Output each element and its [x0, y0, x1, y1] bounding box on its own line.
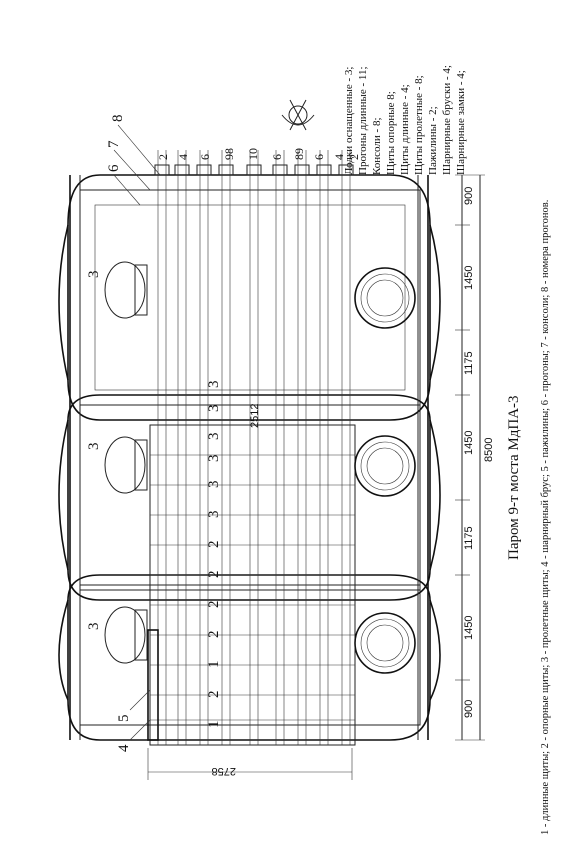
- callout-6: 6: [106, 164, 122, 172]
- hull-bow-2: [58, 419, 69, 571]
- deck-label-5: 2: [206, 601, 222, 609]
- deck-label-11: 3: [206, 433, 222, 441]
- hull-stern-1: [429, 224, 441, 381]
- dim-1175-2: 1175: [463, 526, 475, 550]
- deck-label-12: 3: [206, 405, 222, 413]
- deck-label-9: 3: [206, 481, 222, 489]
- girder-stubs: [154, 164, 354, 176]
- dimension-chain: [455, 174, 485, 741]
- dim-2512: 2512: [249, 404, 261, 428]
- callout-4: 4: [116, 744, 132, 752]
- dim-1450-2: 1450: [463, 431, 475, 455]
- deck-label-4: 2: [206, 631, 222, 639]
- run-number-9: 4: [332, 154, 346, 160]
- dim-1175-1: 1175: [463, 351, 475, 375]
- run-number-8: 6: [312, 154, 326, 160]
- dim-total-8500: 8500: [483, 438, 495, 462]
- legend-item-8: Шарнирные бруски - 4;: [441, 65, 453, 175]
- callout-5: 5: [116, 715, 132, 723]
- boat-label-2: 3: [86, 443, 102, 451]
- run-number-5: 10: [246, 148, 260, 160]
- hull-stern-2: [429, 419, 441, 571]
- hull-stern-3: [429, 599, 441, 701]
- dim-1450-1: 1450: [463, 266, 475, 290]
- hull-bow-1: [58, 224, 69, 381]
- run-number-10: 2: [347, 154, 361, 160]
- caption: 1 - длинные щиты; 2 - опорные щиты; 3 - …: [540, 200, 551, 835]
- legend-item-7: Пажилины - 2;: [427, 106, 439, 175]
- dim-2758: 2758: [212, 765, 236, 777]
- legend-item-4: Щиты опорные 8;: [385, 91, 397, 175]
- run-number-1: 2: [156, 154, 170, 160]
- width-dimension: [147, 748, 353, 780]
- run-number-3: 6: [198, 154, 212, 160]
- motor-blocks: [104, 261, 148, 664]
- callout-7: 7: [106, 140, 122, 148]
- legend-item-9: Шарнирные замки - 4;: [455, 70, 467, 175]
- legend-item-5: Щиты длинные - 4;: [399, 84, 411, 175]
- outer-rails: [69, 175, 429, 740]
- page-title: Паром 9-т моста МдПА-3: [506, 395, 522, 560]
- boat-hull-left: [67, 174, 431, 421]
- hull-bow-3: [58, 599, 69, 701]
- boat-label-1: 3: [86, 271, 102, 279]
- run-number-2: 4: [176, 154, 190, 160]
- deck-label-3: 1: [206, 661, 222, 669]
- callout-leaders: [113, 124, 161, 741]
- float-circles: [354, 267, 416, 674]
- deck-label-8: 3: [206, 511, 222, 519]
- boat-label-3: 3: [86, 623, 102, 631]
- legend: Лодки оснащенные - 3; Прогоны длинные - …: [343, 65, 467, 175]
- dim-900-bottom: 900: [463, 700, 475, 718]
- deck-label-10: 3: [206, 455, 222, 463]
- deck-label-2: 2: [206, 691, 222, 699]
- dim-1450-3: 1450: [463, 616, 475, 640]
- legend-item-3: Консоли - 8;: [371, 117, 383, 175]
- deck-label-13: 3: [206, 381, 222, 389]
- run-number-6: 6: [270, 154, 284, 160]
- run-number-7: 89: [292, 148, 306, 160]
- deck-label-1: 1: [206, 721, 222, 729]
- run-number-4: 98: [222, 148, 236, 160]
- legend-item-6: Щиты пролетные - 8;: [413, 75, 425, 175]
- girders: [157, 150, 351, 745]
- deck-label-7: 2: [206, 541, 222, 549]
- legend-item-2: Прогоны длинные - 11;: [357, 66, 369, 175]
- deck-label-6: 2: [206, 571, 222, 579]
- legend-item-1: Лодки оснащенные - 3;: [343, 67, 355, 176]
- dim-900-top: 900: [463, 187, 475, 205]
- deck-panels: [147, 424, 356, 746]
- anchor-emblem-icon: [281, 99, 315, 131]
- callout-8: 8: [110, 115, 126, 123]
